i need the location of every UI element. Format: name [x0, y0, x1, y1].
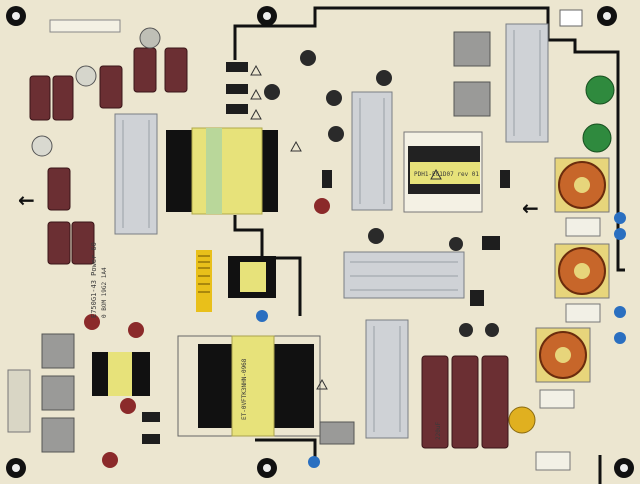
heatsink-fins [122, 30, 541, 432]
ground-symbol-icon [250, 64, 442, 390]
heatsink [114, 23, 549, 439]
green-varistor [585, 75, 615, 105]
left-connector [7, 369, 31, 433]
pfc-xfmr-label: PDH1-EG1D07 rev 01 [414, 171, 479, 178]
arrow-left-icon: ← [18, 188, 35, 212]
mounting-hole-icon [6, 6, 634, 478]
green-varistor [582, 123, 612, 153]
barcode-lines [198, 255, 210, 293]
barcode-label [196, 250, 212, 312]
small-capacitor-tops [31, 27, 161, 157]
small-inductor-core [108, 352, 132, 396]
main-transformer [166, 127, 278, 215]
main-xfmr-label: ET-0VFTK3NHN-0968 [241, 358, 248, 420]
yellow-capacitor [508, 406, 536, 434]
copper-choke [535, 157, 610, 383]
pfc-transformer: PDH1-EG1D07 rev 01 [403, 131, 483, 213]
top-connector [49, 19, 121, 33]
grey-inductor-block [41, 31, 491, 453]
small-transformer-core [240, 262, 266, 292]
red-bead [84, 198, 330, 468]
cap-label: 220uF [435, 422, 442, 440]
smd-component [142, 62, 510, 444]
right-connector [559, 9, 583, 27]
bulk-capacitor [421, 355, 509, 449]
white-relay [535, 217, 601, 471]
lower-transformer: ET-0VFTK3NHN-0968 [177, 335, 321, 437]
part-line-text: 0 BOM 19G2 1A4 [101, 267, 108, 318]
blue-capacitor [256, 212, 626, 468]
model-line-text: E750G1-43 Power 60 [90, 242, 98, 318]
electrolytic-capacitor-group [29, 47, 188, 265]
small-round-component [264, 50, 499, 337]
arrow-left-icon: ← [522, 196, 539, 220]
